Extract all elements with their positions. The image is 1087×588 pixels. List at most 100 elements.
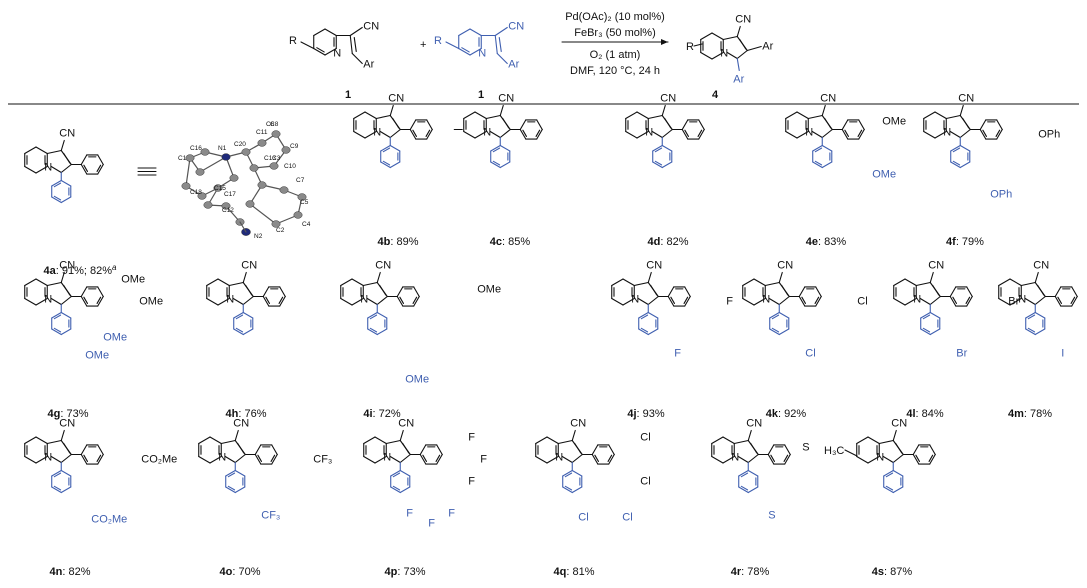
ortep-atom	[271, 220, 281, 228]
substituent-label: Br	[1008, 296, 1019, 308]
cyano-label: CN	[59, 260, 75, 272]
substituent-label: F	[674, 348, 681, 360]
aryl-label: Ar	[762, 41, 773, 53]
nitrogen-label: N	[483, 127, 491, 139]
cyano-label: CN	[570, 418, 586, 430]
ortep-atom	[269, 162, 279, 170]
compound-yield-4p: 4p: 73%	[385, 566, 426, 578]
compound-yield-4s: 4s: 87%	[872, 566, 913, 578]
yield-text: : 85%	[502, 236, 530, 248]
nitrogen-label: N	[478, 48, 486, 60]
compound-yield-4b: 4b: 89%	[378, 236, 419, 248]
compound-yield-4a: 4a: 91%; 82%a	[44, 263, 118, 277]
yield-text: : 76%	[238, 408, 266, 420]
plus-sign: +	[420, 39, 426, 51]
yield-text: : 78%	[741, 566, 769, 578]
ortep-atom	[271, 130, 281, 138]
xray-atom-label: N2	[254, 233, 263, 240]
xray-atom-label: C11	[256, 129, 268, 136]
r-substituent-label: R	[434, 35, 442, 47]
compound-id: 4b	[378, 236, 391, 248]
compound-id: 4o	[220, 566, 233, 578]
nitrogen-label: N	[731, 452, 739, 464]
yield-text: : 92%	[778, 408, 806, 420]
xray-atom-label: C16	[190, 145, 202, 152]
xray-atom-label: C9	[290, 143, 299, 150]
substituent-label: S	[802, 442, 809, 454]
xray-atom-label: N1	[218, 145, 227, 152]
cyano-label: CN	[59, 418, 75, 430]
yield-text: : 79%	[956, 236, 984, 248]
substituent-label: Br	[956, 348, 967, 360]
nitrogen-label: N	[876, 452, 884, 464]
compound-id: 4j	[627, 408, 636, 420]
substituent-label: Cl	[640, 476, 650, 488]
methyl-label: H₃C	[824, 445, 844, 457]
compound-yield-4g: 4g: 73%	[48, 408, 89, 420]
ortep-atom	[249, 164, 259, 172]
yield-text: : 72%	[373, 408, 401, 420]
xray-atom-label: C12	[222, 207, 234, 214]
nitrogen-label: N	[555, 452, 563, 464]
substituent-label: OMe	[85, 350, 109, 362]
substituent-label: F	[468, 476, 475, 488]
substituent-label: F	[480, 454, 487, 466]
yield-text: : 91%; 82%	[56, 265, 112, 277]
cyano-label: CN	[59, 128, 75, 140]
compound-yield-4h: 4h: 76%	[226, 408, 267, 420]
condition-line-2: DMF, 120 °C, 24 h	[570, 65, 660, 77]
compound-yield-4e: 4e: 83%	[806, 236, 847, 248]
ortep-atom	[297, 193, 307, 201]
substituent-label: CO₂Me	[91, 514, 127, 526]
nitrogen-label: N	[218, 452, 226, 464]
compound-id: 4n	[50, 566, 63, 578]
xray-atom-label: C2	[276, 227, 285, 234]
nitrogen-label: N	[360, 294, 368, 306]
substituent-label: F	[468, 432, 475, 444]
nitrogen-label: N	[333, 48, 341, 60]
compound-id: 4f	[946, 236, 956, 248]
nitrogen-label: N	[645, 127, 653, 139]
arrow-head	[661, 39, 668, 45]
compound-id: 4d	[648, 236, 661, 248]
xray-atom-label: C18	[190, 189, 202, 196]
xray-atom-label: C6	[266, 121, 275, 128]
compound-yield-4j: 4j: 93%	[627, 408, 665, 420]
yield-text: : 89%	[390, 236, 418, 248]
cyano-label: CN	[508, 21, 524, 33]
substituent-label: OMe	[882, 116, 906, 128]
compound-yield-4i: 4i: 72%	[363, 408, 401, 420]
compound-id: 4r	[731, 566, 742, 578]
compound-yield-4d: 4d: 82%	[648, 236, 689, 248]
ortep-atom	[213, 184, 223, 192]
ortep-atom	[221, 153, 231, 161]
ortep-atom	[257, 181, 267, 189]
nitrogen-label: N	[226, 294, 234, 306]
yield-text: : 93%	[637, 408, 665, 420]
compound-yield-4f: 4f: 79%	[946, 236, 984, 248]
compound-id: 4a	[44, 265, 57, 277]
compound-id: 4l	[906, 408, 915, 420]
ortep-atom	[200, 148, 210, 156]
cyano-label: CN	[735, 14, 751, 26]
nitrogen-label: N	[805, 127, 813, 139]
xray-atom-label: C13	[264, 155, 276, 162]
nitrogen-label: N	[943, 127, 951, 139]
ortep-atom	[197, 192, 207, 200]
reagent-line-1: Pd(OAc)₂ (10 mol%)	[565, 11, 665, 23]
nitrogen-label: N	[1018, 294, 1026, 306]
substituent-label: CF₃	[261, 510, 280, 522]
xray-atom-label: C7	[296, 177, 305, 184]
